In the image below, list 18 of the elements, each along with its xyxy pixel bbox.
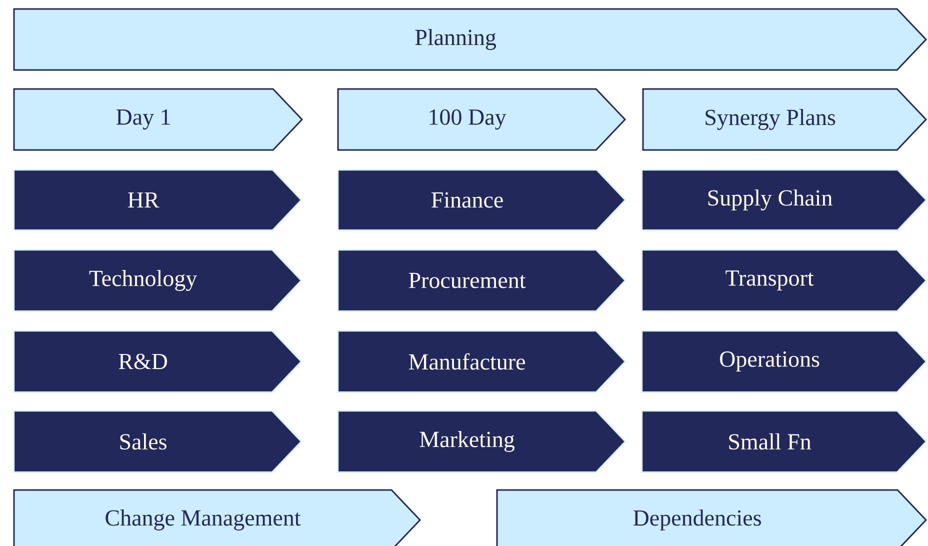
chevron-box: Operations	[641, 330, 927, 393]
chevron-box: R&D	[13, 330, 302, 393]
chevron-box: Sales	[13, 410, 302, 473]
chevron-box: Finance	[337, 169, 626, 231]
chevron-box: HR	[13, 169, 302, 231]
chevron-box: Small Fn	[641, 410, 927, 473]
chevron-box: Planning	[13, 8, 928, 71]
chevron-box: 100 Day	[337, 88, 626, 151]
chevron-box: Manufacture	[337, 330, 626, 393]
chevron-box: Transport	[641, 249, 927, 312]
chevron-box: Supply Chain	[641, 169, 927, 231]
chevron-box: Day 1	[13, 88, 304, 151]
chevron-box: Dependencies	[496, 489, 928, 546]
chevron-box: Procurement	[337, 249, 626, 312]
chevron-box: Marketing	[337, 410, 626, 473]
chevron-box: Technology	[13, 249, 302, 312]
chevron-box: Synergy Plans	[642, 88, 928, 151]
chevron-box: Change Management	[13, 489, 422, 546]
